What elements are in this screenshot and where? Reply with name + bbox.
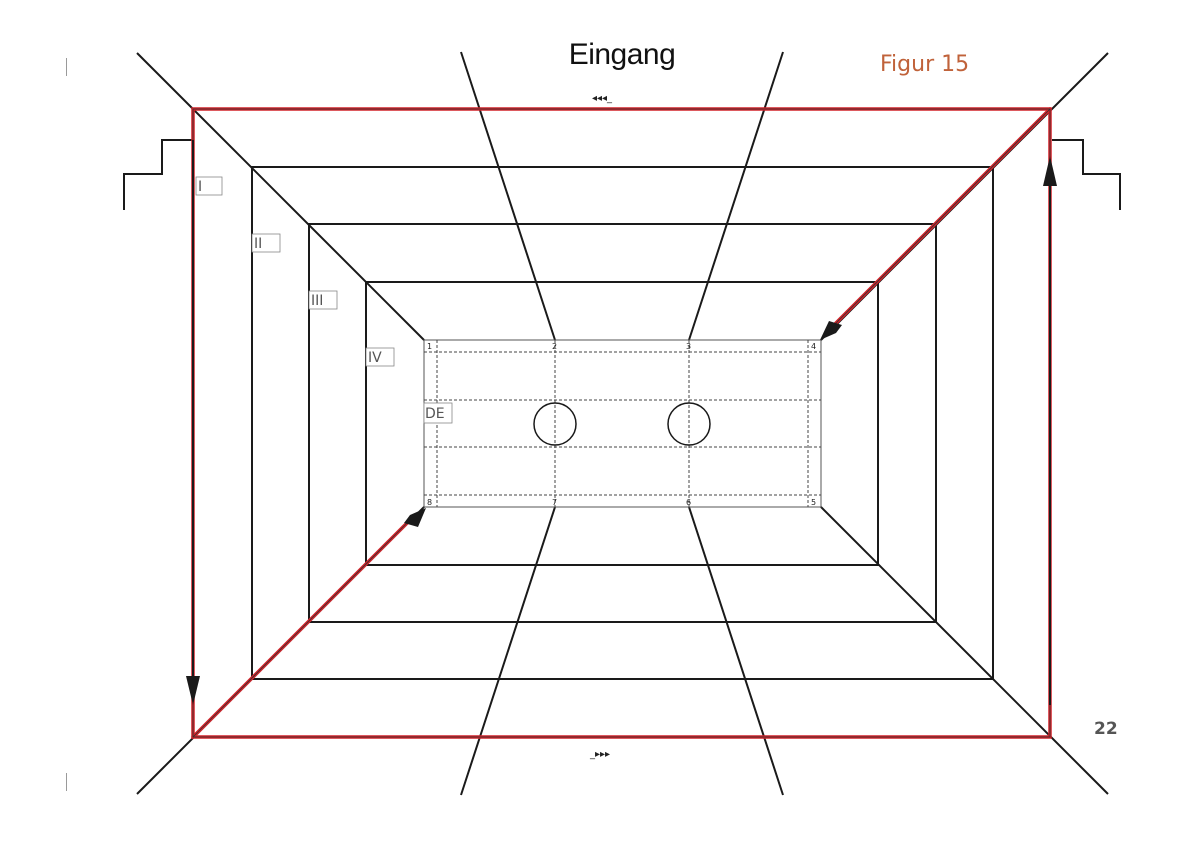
direction-arrows xyxy=(186,140,1057,705)
radial-line-2 xyxy=(460,51,556,341)
position-6: 6 xyxy=(686,498,691,507)
zone-label-2: II xyxy=(254,236,262,252)
exit-arrows: _▸▸▸ xyxy=(589,749,610,760)
position-4: 4 xyxy=(811,342,816,351)
floor-label-box xyxy=(423,402,453,424)
arrow-tip-top-right-icon xyxy=(820,321,842,340)
arrow-down-icon xyxy=(186,676,200,705)
diagonal-bottom-right xyxy=(820,506,1109,795)
radial-line-7 xyxy=(460,506,556,796)
frame-3 xyxy=(308,223,937,623)
zone-label-box-4 xyxy=(365,347,395,367)
figure-label: Figur 15 xyxy=(880,52,970,77)
side-steps xyxy=(123,139,1121,210)
step-right xyxy=(1052,139,1121,210)
frame-2 xyxy=(251,166,994,680)
diagonal-top-left xyxy=(136,52,425,341)
perspective-frames xyxy=(251,166,994,680)
arrow-tip-bottom-left-icon xyxy=(404,508,426,527)
position-3: 3 xyxy=(686,342,691,351)
position-2: 2 xyxy=(552,342,557,351)
step-left xyxy=(123,139,193,210)
zone-label-3: III xyxy=(311,293,323,309)
frame-4 xyxy=(365,281,879,566)
floor-area: 1 2 3 4 5 6 7 8 DE xyxy=(423,339,822,508)
page-title: Eingang xyxy=(568,38,676,71)
position-1: 1 xyxy=(427,342,432,351)
position-5: 5 xyxy=(811,498,816,507)
position-7: 7 xyxy=(552,498,557,507)
floor-rect xyxy=(423,339,822,508)
zone-labels: I II III IV xyxy=(195,176,395,367)
position-8: 8 xyxy=(427,498,432,507)
floor-circle-left xyxy=(533,402,577,446)
zone-label-box-1 xyxy=(195,176,223,196)
margin-mark-bottom xyxy=(66,773,67,791)
floor-label: DE xyxy=(425,406,445,422)
radial-line-3 xyxy=(688,51,784,341)
margin-mark-top xyxy=(66,58,67,76)
radial-line-6 xyxy=(688,506,784,796)
floor-circle-right xyxy=(667,402,711,446)
zone-label-box-2 xyxy=(251,233,281,253)
entrance-arrows: ◂◂◂_ xyxy=(592,93,613,104)
arrow-up-icon xyxy=(1043,156,1057,186)
position-numbers: 1 2 3 4 5 6 7 8 xyxy=(427,342,816,507)
zone-label-box-3 xyxy=(308,290,338,310)
zone-label-1: I xyxy=(198,179,202,195)
radial-lines xyxy=(460,51,784,796)
page-number: 22 xyxy=(1094,719,1118,739)
zone-label-4: IV xyxy=(368,350,382,366)
